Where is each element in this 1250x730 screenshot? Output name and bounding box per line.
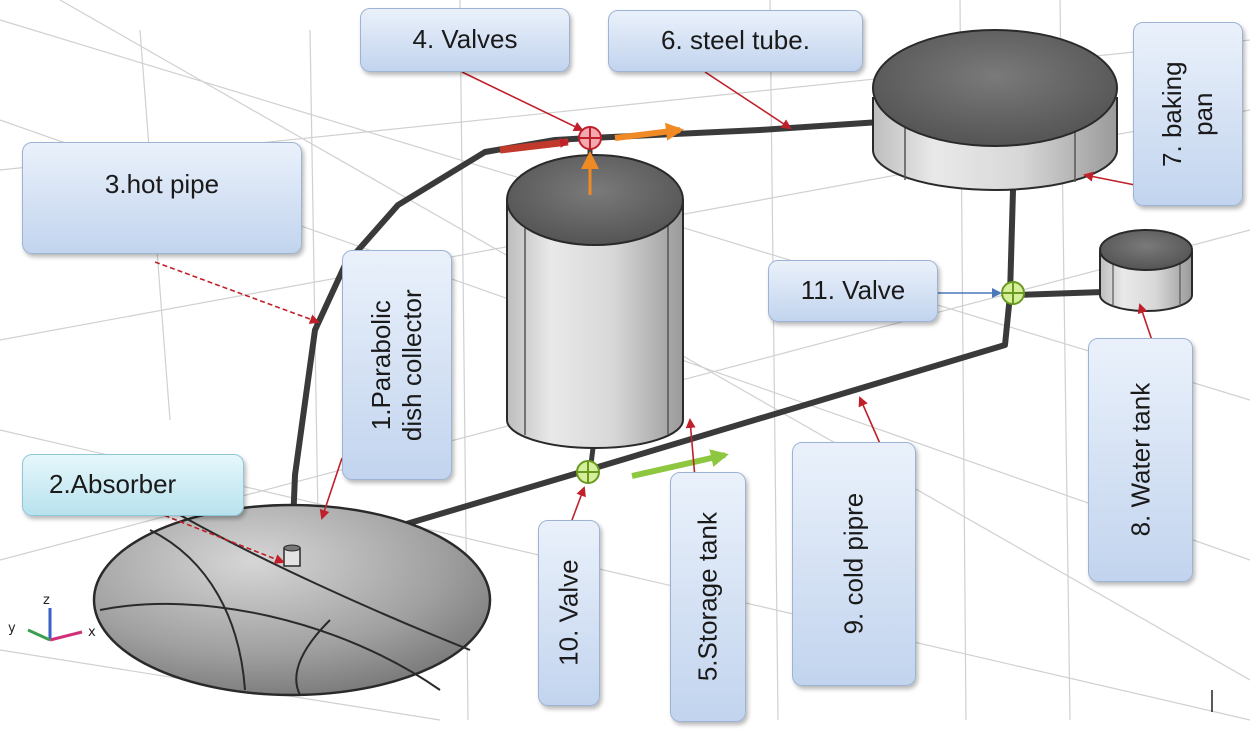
water-tank-link (1012, 289, 1106, 298)
label-cold-pipe: 9. cold pipre (792, 442, 916, 686)
label-valve-11: 11. Valve (768, 260, 938, 322)
label-storage-tank-text: 5.Storage tank (692, 512, 723, 682)
leader-parabolic (319, 457, 343, 520)
leader-baking-pan (1083, 171, 1136, 186)
valve-4 (578, 126, 602, 150)
axis-x-label: x (88, 625, 96, 640)
leader-storage-tank (685, 418, 696, 479)
label-baking-pan-line1: 7. baking (1156, 61, 1187, 167)
valve-10 (576, 460, 600, 484)
label-valve-10: 10. Valve (538, 520, 600, 706)
axis-triad: z y x (8, 593, 96, 642)
label-steel-tube-text: 6. steel tube. (661, 25, 810, 56)
label-parabolic-dish: 1.Parabolic dish collector (342, 250, 452, 480)
cold-flow-arrow (631, 449, 729, 479)
label-parabolic-line2: dish collector (397, 289, 427, 441)
storage-tank (506, 154, 684, 449)
label-absorber-text: 2.Absorber (49, 469, 177, 500)
label-valves: 4. Valves (360, 8, 570, 72)
leader-valves (461, 71, 584, 132)
label-absorber: 2.Absorber (22, 454, 244, 516)
axis-y-label: y (8, 621, 16, 636)
label-water-tank-text: 8. Water tank (1124, 383, 1155, 537)
label-cold-pipe-text: 9. cold pipre (838, 493, 869, 635)
axis-z-label: z (43, 593, 50, 608)
label-baking-pan-line2: pan (1188, 92, 1218, 136)
label-valve-11-text: 11. Valve (800, 275, 906, 306)
steel-flow-arrow (614, 122, 684, 141)
label-baking-pan: 7. baking pan (1133, 22, 1243, 206)
label-steel-tube: 6. steel tube. (608, 10, 863, 72)
cold-pipe (289, 187, 1016, 561)
leader-steel-tube (704, 71, 792, 130)
label-parabolic-line1: 1.Parabolic (365, 299, 396, 431)
leader-valve-10 (571, 486, 586, 521)
hot-flow-arrow (499, 137, 570, 154)
label-storage-tank: 5.Storage tank (670, 472, 746, 722)
valve-11 (1001, 281, 1025, 305)
flow-arrows (499, 122, 729, 479)
label-hot-pipe-text: 3.hot pipe (104, 169, 220, 199)
label-valve-10-text: 10. Valve (553, 559, 584, 667)
label-hot-pipe: 3.hot pipe (22, 142, 302, 254)
baking-pan (872, 29, 1118, 191)
water-tank (1099, 229, 1193, 312)
leader-lines (119, 71, 1159, 564)
absorber (283, 544, 301, 567)
parabolic-dish (92, 503, 492, 697)
leader-absorber (119, 497, 285, 564)
label-valves-text: 4. Valves (412, 24, 518, 55)
leader-hot-pipe (154, 261, 320, 324)
label-water-tank: 8. Water tank (1088, 338, 1193, 582)
